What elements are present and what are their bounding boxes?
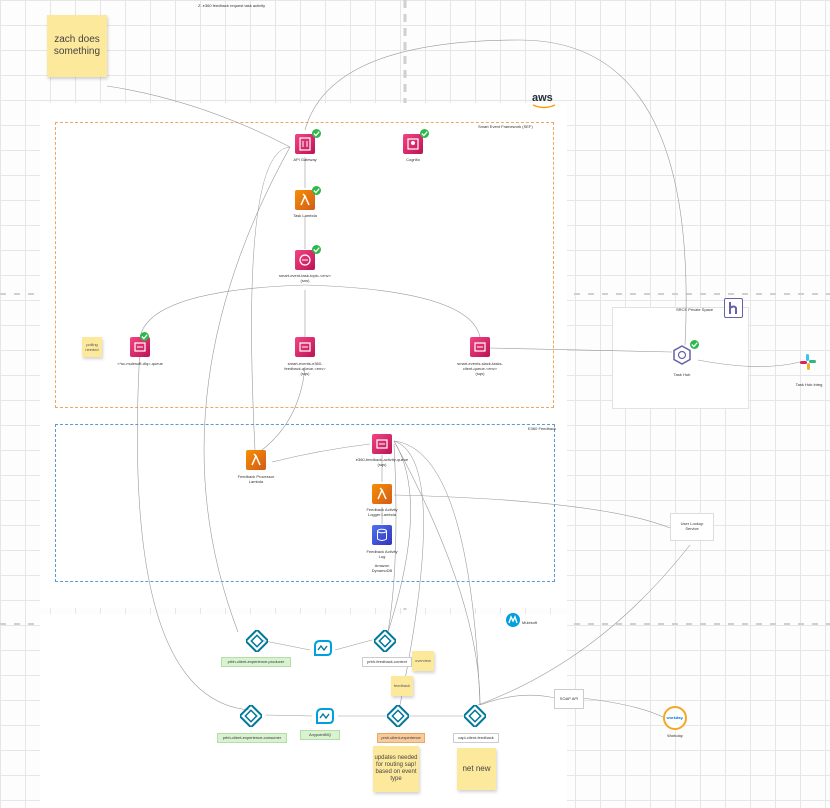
anypoint-mq-icon[interactable]	[314, 706, 336, 728]
activity-queue-icon[interactable]	[372, 434, 392, 454]
heroku-title: SRCE Private Space	[676, 307, 714, 312]
soap-api-box[interactable]: SOAP API	[554, 689, 584, 709]
e360-title: E360 Feedback	[528, 426, 557, 431]
node-consumer-label[interactable]: prbh-client-experience-consumer	[217, 733, 287, 743]
task-lambda-icon[interactable]	[295, 190, 315, 210]
user-lookup-box[interactable]: User Lookup Service	[670, 513, 714, 541]
sns-topic-icon[interactable]	[295, 250, 315, 270]
check-icon	[312, 186, 321, 195]
slack-queue-label-2: client-queue-<env>	[462, 366, 498, 371]
slack-queue-icon[interactable]	[470, 337, 490, 357]
slack-queue-label-1: smart-events-slack-tasks-	[457, 361, 503, 366]
mule-connector-icon[interactable]	[464, 705, 486, 727]
activity-logger-label-1: Feedback Activity	[366, 507, 398, 512]
aws-logo-text: aws	[532, 92, 553, 104]
node-feedback-context-label[interactable]: prbh-feedback-context	[362, 657, 412, 667]
dynamodb-icon[interactable]	[372, 525, 392, 545]
heroku-area	[612, 307, 749, 409]
check-icon	[420, 129, 429, 138]
task-hub-label: Task Hub	[673, 372, 691, 377]
mulesoft-logo-icon	[506, 613, 520, 627]
sns-topic-label-2: (sns)	[300, 278, 310, 283]
sns-topic-label-1: smart-event-task-topic-<env>	[278, 273, 332, 278]
node-anypointmq-label[interactable]: AnypointMQ	[300, 730, 340, 740]
cognito-label: Cognito	[406, 157, 420, 162]
check-icon	[140, 332, 149, 341]
dlq-label: <*sc-mulesoft-dlq>-queue	[117, 361, 163, 366]
dynamodb-label-4: DynamoDB	[371, 568, 393, 573]
sticky-polling[interactable]: polling needed	[82, 337, 102, 357]
dynamodb-label-2: Log	[378, 554, 386, 559]
activity-queue-label-2: (sqs)	[377, 462, 387, 467]
dynamodb-label-3: Amazon	[374, 563, 390, 568]
e360-zone	[55, 424, 555, 582]
e360-queue-label-3: (sqs)	[300, 371, 310, 376]
feedback-processor-label-2: Lambda	[248, 479, 264, 484]
node-capi-feedback-label[interactable]: capi-client-feedback	[453, 733, 499, 743]
mulesoft-title: Mulesoft	[522, 620, 538, 625]
user-lookup-label-2: Service	[685, 526, 699, 531]
api-gateway-icon[interactable]	[295, 134, 315, 154]
activity-queue-label-1: e360-feedback-activity-queue	[355, 457, 409, 462]
e360-queue-label-1: smart-events-e360-	[287, 361, 323, 366]
check-icon	[312, 129, 321, 138]
sticky-updates[interactable]: updates needed for routing sap! based on…	[373, 746, 419, 792]
sticky-zach[interactable]: zach does something	[47, 15, 107, 77]
mule-connector-icon[interactable]	[240, 705, 262, 727]
feedback-processor-label-1: Feedback Processor	[237, 474, 275, 479]
check-icon	[690, 340, 699, 349]
workday-label: Workday	[667, 733, 683, 738]
sticky-overview[interactable]: overview	[412, 651, 434, 671]
activity-logger-icon[interactable]	[372, 484, 392, 504]
activity-logger-label-2: Logger Lambda	[367, 512, 397, 517]
slack-icon[interactable]	[798, 352, 818, 372]
aws-logo: aws	[532, 93, 558, 109]
heroku-logo	[724, 298, 743, 318]
sef-title: Smart Event Framework (SEF)	[478, 124, 533, 129]
slack-label: Task Hub Integ	[795, 382, 823, 387]
cognito-icon[interactable]	[403, 134, 423, 154]
mule-connector-icon[interactable]	[387, 705, 409, 727]
check-icon	[312, 245, 321, 254]
api-gateway-label: API Gateway	[293, 157, 317, 162]
sticky-net-new[interactable]: net new	[457, 748, 496, 790]
slack-queue-label-3: (sqs)	[475, 371, 485, 376]
mule-connector-icon[interactable]	[374, 630, 396, 652]
dynamodb-label-1: Feedback Activity	[366, 549, 398, 554]
anypoint-mq-icon[interactable]	[312, 638, 334, 660]
sticky-feedback[interactable]: feedback	[391, 676, 413, 696]
feedback-processor-icon[interactable]	[246, 450, 266, 470]
workday-logo-text: workday.	[666, 715, 684, 720]
dlq-icon[interactable]	[130, 337, 150, 357]
workday-logo[interactable]: workday.	[663, 706, 687, 730]
e360-queue-label-2: feedback-queue-<env>	[284, 366, 326, 371]
node-producer-label[interactable]: prbh-client-experience-producer	[221, 657, 291, 667]
node-client-experience-label[interactable]: prsh-client-experience	[377, 733, 425, 743]
mule-connector-icon[interactable]	[246, 630, 268, 652]
task-hub-icon[interactable]	[671, 344, 693, 366]
soap-api-label: SOAP API	[559, 696, 579, 701]
diagram-title: Z. e360 feedback request task activity	[198, 3, 266, 8]
user-lookup-label-1: User Lookup	[680, 521, 704, 526]
sef-zone	[55, 122, 554, 408]
e360-queue-icon[interactable]	[295, 337, 315, 357]
task-lambda-label: Task Lambda	[293, 213, 317, 218]
